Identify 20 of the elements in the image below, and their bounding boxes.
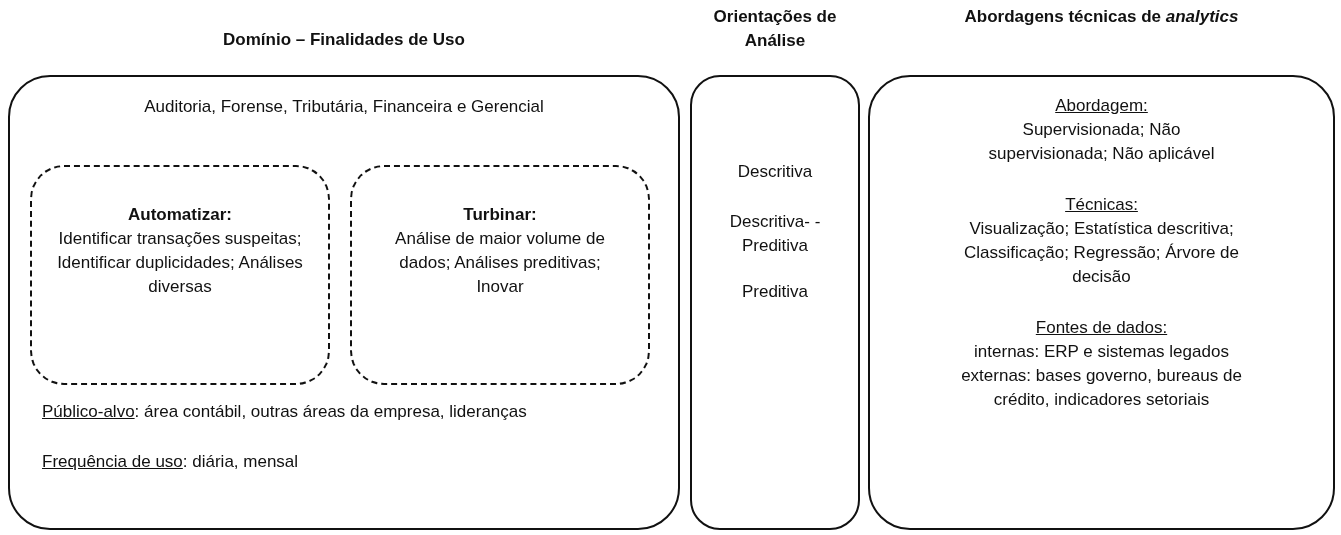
panel-heading: Orientações de Análise <box>712 6 838 52</box>
section-heading: Abordagem: <box>1054 95 1149 117</box>
panel-text: Identificar transações suspeitas; Identificar duplicidades; Análises diversas <box>56 228 304 298</box>
group-heading: Automatizar: <box>127 204 233 226</box>
panel-text: Frequência de uso: diária, mensal <box>42 451 300 473</box>
panel-text: Análise de maior volume de dados; Análises preditivas; Inovar <box>394 228 606 298</box>
panel-heading: Abordagens técnicas de analytics <box>963 6 1240 28</box>
panel-text: externas: bases governo, bureaus de crédito, indicadores setoriais <box>960 365 1243 411</box>
panel-text: Supervisionada; Não supervisionada; Não aplicável <box>987 119 1216 165</box>
panel-text: Descritiva- -Preditiva <box>728 211 822 257</box>
section-heading: Técnicas: <box>1064 194 1139 216</box>
panel-text: Público-alvo: área contábil, outras áreas da empresa, lideranças <box>42 401 528 423</box>
panel-text: Visualização; Estatística descritiva; Classificação; Regressão; Árvore de decisão <box>963 218 1240 288</box>
group-heading: Turbinar: <box>462 204 538 226</box>
panel-text: Descritiva <box>736 161 814 183</box>
panel-text: internas: ERP e sistemas legados <box>973 341 1230 363</box>
panel-text: Auditoria, Forense, Tributária, Financeira e Gerencial <box>143 96 545 118</box>
section-heading: Fontes de dados: <box>1034 317 1169 339</box>
panel-heading: Domínio – Finalidades de Uso <box>222 29 466 51</box>
panel-text: Preditiva <box>740 281 810 303</box>
